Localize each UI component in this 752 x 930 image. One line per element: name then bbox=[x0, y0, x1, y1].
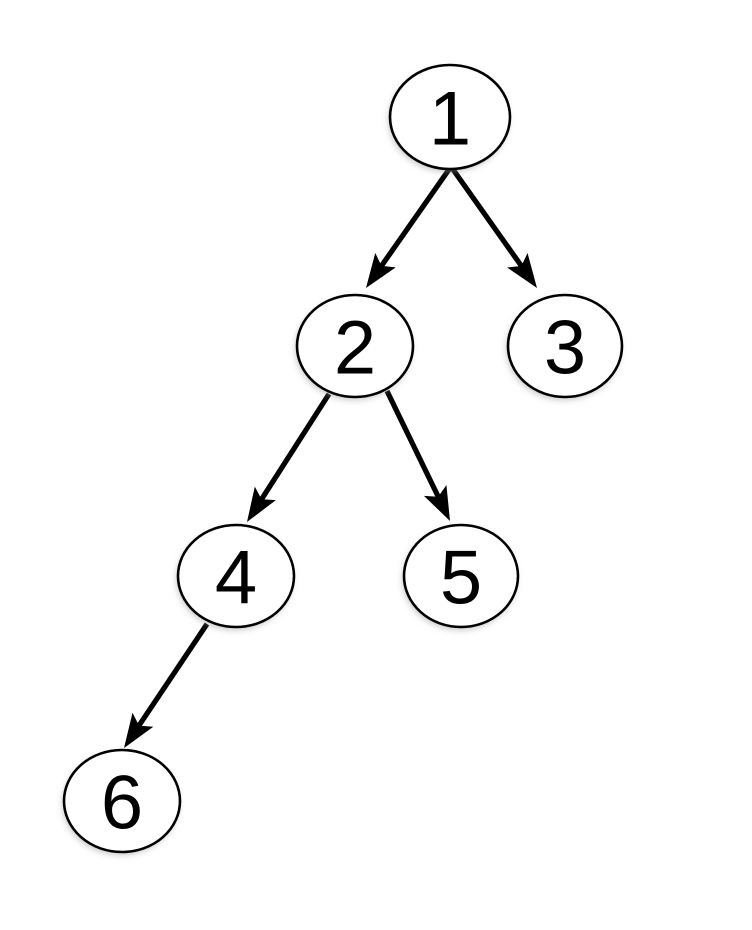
edge-line bbox=[384, 389, 442, 500]
edge-line bbox=[258, 392, 332, 503]
edge-line bbox=[449, 166, 525, 270]
edge-2-to-5 bbox=[384, 389, 450, 521]
edge-line bbox=[378, 166, 453, 270]
nodes-layer: 1 2 3 4 5 6 bbox=[62, 63, 624, 854]
node-ellipse[interactable] bbox=[62, 748, 182, 854]
node-label: 1 bbox=[429, 77, 471, 162]
tree-node-1[interactable]: 1 bbox=[388, 63, 512, 171]
tree-node-6[interactable]: 6 bbox=[62, 748, 182, 854]
edge-1-to-2 bbox=[366, 166, 453, 288]
node-label: 5 bbox=[440, 536, 482, 621]
node-ellipse[interactable] bbox=[388, 63, 512, 171]
arrowhead-icon bbox=[124, 712, 154, 748]
node-ellipse[interactable] bbox=[295, 293, 415, 399]
arrowhead-icon bbox=[507, 253, 537, 288]
edge-line bbox=[135, 622, 210, 729]
arrowhead-icon bbox=[366, 252, 396, 288]
edge-2-to-4 bbox=[247, 392, 332, 522]
node-label: 4 bbox=[215, 536, 257, 621]
node-ellipse[interactable] bbox=[506, 293, 624, 399]
tree-node-5[interactable]: 5 bbox=[402, 523, 520, 629]
arrowhead-icon bbox=[423, 484, 450, 521]
node-ellipse[interactable] bbox=[176, 523, 296, 629]
edges-layer bbox=[124, 166, 537, 748]
edge-4-to-6 bbox=[124, 622, 210, 748]
node-label: 3 bbox=[544, 306, 586, 391]
node-ellipse[interactable] bbox=[402, 523, 520, 629]
tree-node-3[interactable]: 3 bbox=[506, 293, 624, 399]
edge-1-to-3 bbox=[449, 166, 537, 288]
arrowhead-icon bbox=[247, 486, 276, 522]
node-label: 6 bbox=[101, 761, 143, 846]
tree-node-2[interactable]: 2 bbox=[295, 293, 415, 399]
node-label: 2 bbox=[334, 306, 376, 391]
tree-node-4[interactable]: 4 bbox=[176, 523, 296, 629]
